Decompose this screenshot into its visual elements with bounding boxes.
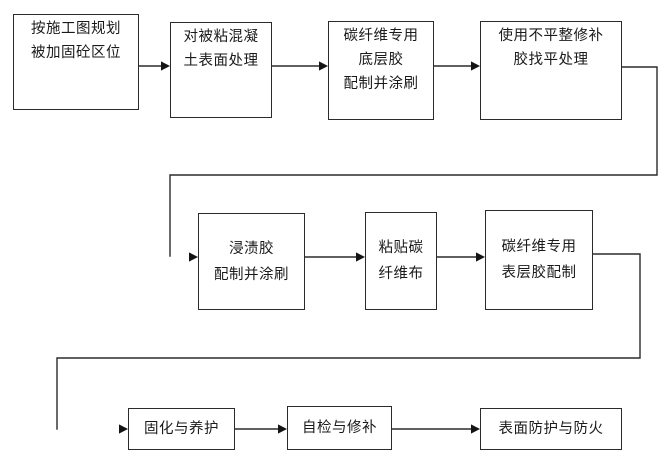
process-box-10[interactable]: 表面防护与防火: [480, 408, 622, 450]
process-box-label: 土表面处理: [183, 53, 259, 69]
process-box-4[interactable]: 使用不平整修补胶找平处理: [480, 21, 622, 120]
process-box-label: 粘贴碳: [378, 240, 424, 256]
arrowhead-into-n5: [189, 252, 198, 262]
process-box-label: 碳纤维专用: [501, 239, 577, 255]
process-box-9[interactable]: 自检与修补: [287, 406, 392, 450]
process-box-label: 配制并涂刷: [214, 266, 289, 283]
process-box-8[interactable]: 固化与养护: [128, 408, 235, 450]
process-box-label: 浸渍胶: [229, 240, 274, 257]
process-box-label: 胶找平处理: [513, 52, 589, 68]
process-box-5[interactable]: 浸渍胶配制并涂刷: [198, 213, 305, 310]
process-box-label: 表面防护与防火: [498, 421, 604, 437]
arrowhead-into-n9: [278, 424, 287, 434]
process-box-label: 被加固砼区位: [31, 45, 121, 61]
process-box-3[interactable]: 碳纤维专用底层胶配制并涂刷: [328, 21, 434, 120]
process-box-2[interactable]: 对被粘混凝土表面处理: [170, 22, 272, 118]
arrowhead-into-n4: [471, 61, 480, 71]
arrowhead-into-n2: [161, 61, 170, 71]
process-box-label: 底层胶: [358, 52, 404, 68]
arrowhead-into-n8: [119, 424, 128, 434]
connector-n4-to-n5: [169, 66, 658, 257]
process-box-7[interactable]: 碳纤维专用表层胶配制: [485, 210, 593, 310]
process-box-label: 纤维布: [378, 266, 424, 282]
process-box-label: 固化与养护: [144, 421, 219, 437]
process-box-label: 碳纤维专用: [343, 28, 419, 44]
arrowhead-into-n7: [476, 252, 485, 262]
arrowhead-into-n6: [356, 252, 365, 262]
connector-n7-to-n8: [56, 253, 641, 430]
process-box-label: 配制并涂刷: [343, 76, 419, 92]
process-box-label: 按施工图规划: [31, 21, 121, 37]
process-box-label: 自检与修补: [302, 420, 377, 436]
process-box-6[interactable]: 粘贴碳纤维布: [365, 212, 437, 310]
process-box-1[interactable]: 按施工图规划被加固砼区位: [13, 14, 139, 110]
process-box-label: 表层胶配制: [501, 265, 577, 281]
arrowhead-into-n3: [319, 61, 328, 71]
process-box-label: 对被粘混凝: [183, 29, 259, 45]
arrowhead-into-n10: [471, 424, 480, 434]
process-box-label: 使用不平整修补: [498, 28, 604, 44]
